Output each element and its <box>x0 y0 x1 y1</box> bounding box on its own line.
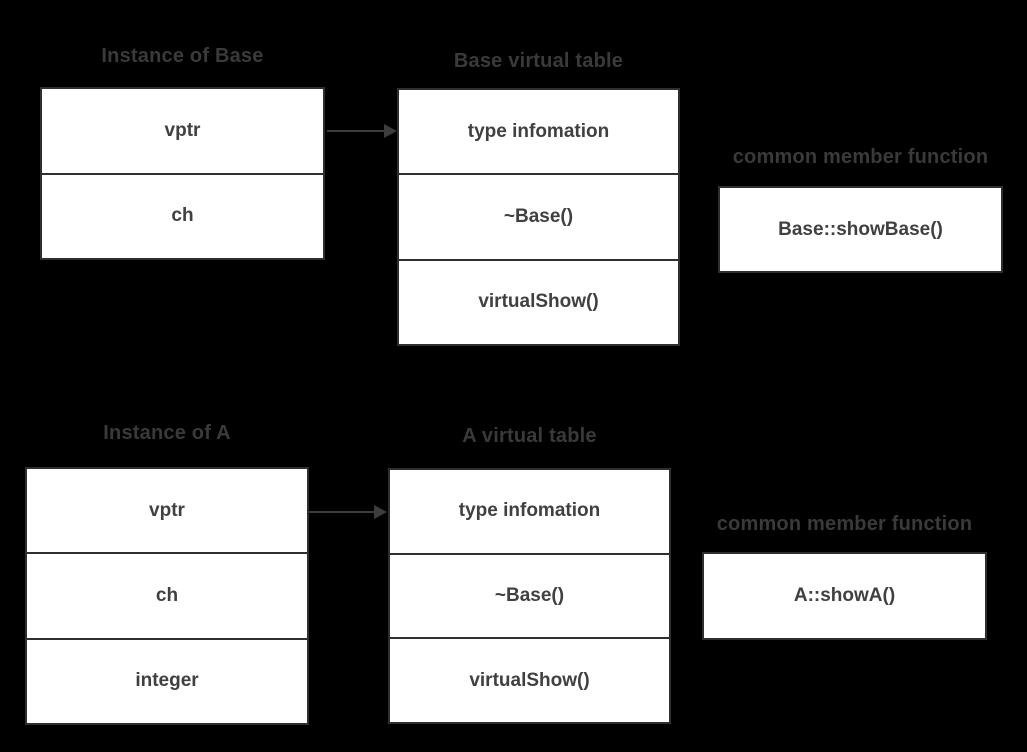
instance-of-a-title: Instance of A <box>103 422 231 444</box>
a-showa-cell: A::showA() <box>793 585 896 606</box>
base-cell-ch: ch <box>42 172 323 259</box>
a-virtual-table-box: type infomation ~Base() virtualShow() <box>388 468 671 724</box>
base-vptr-arrow <box>327 124 397 138</box>
base-cell-vptr: vptr <box>164 119 201 141</box>
a-vtable-cell-destructor: ~Base() <box>390 552 669 638</box>
a-vptr-arrow <box>309 505 387 519</box>
arrow-shaft <box>309 511 376 513</box>
instance-of-base-box: vptr ch <box>40 87 325 260</box>
a-common-member-function-box: A::showA() <box>702 552 987 640</box>
arrow-head-icon <box>384 124 397 138</box>
base-common-member-function-title: common member function <box>732 146 989 168</box>
base-common-member-function-box: Base::showBase() <box>718 186 1003 273</box>
base-virtual-table-title: Base virtual table <box>453 50 624 72</box>
a-vtable-cell-type-infomation: type infomation <box>458 500 601 522</box>
base-vtable-cell-type-infomation: type infomation <box>467 120 610 142</box>
instance-of-base-title: Instance of Base <box>101 45 264 67</box>
a-common-member-function-title: common member function <box>716 513 973 535</box>
a-cell-integer: integer <box>27 637 307 723</box>
a-virtual-table-title: A virtual table <box>462 425 597 447</box>
arrow-shaft <box>327 130 386 132</box>
a-vtable-cell-virtualshow: virtualShow() <box>390 637 669 722</box>
a-cell-ch: ch <box>27 552 307 637</box>
base-vtable-cell-virtualshow: virtualShow() <box>399 258 678 344</box>
instance-of-a-box: vptr ch integer <box>25 467 309 725</box>
base-vtable-cell-destructor: ~Base() <box>399 173 678 258</box>
base-virtual-table-box: type infomation ~Base() virtualShow() <box>397 88 680 346</box>
arrow-head-icon <box>374 505 387 519</box>
a-cell-vptr: vptr <box>149 499 185 521</box>
base-showbase-cell: Base::showBase() <box>778 218 943 240</box>
